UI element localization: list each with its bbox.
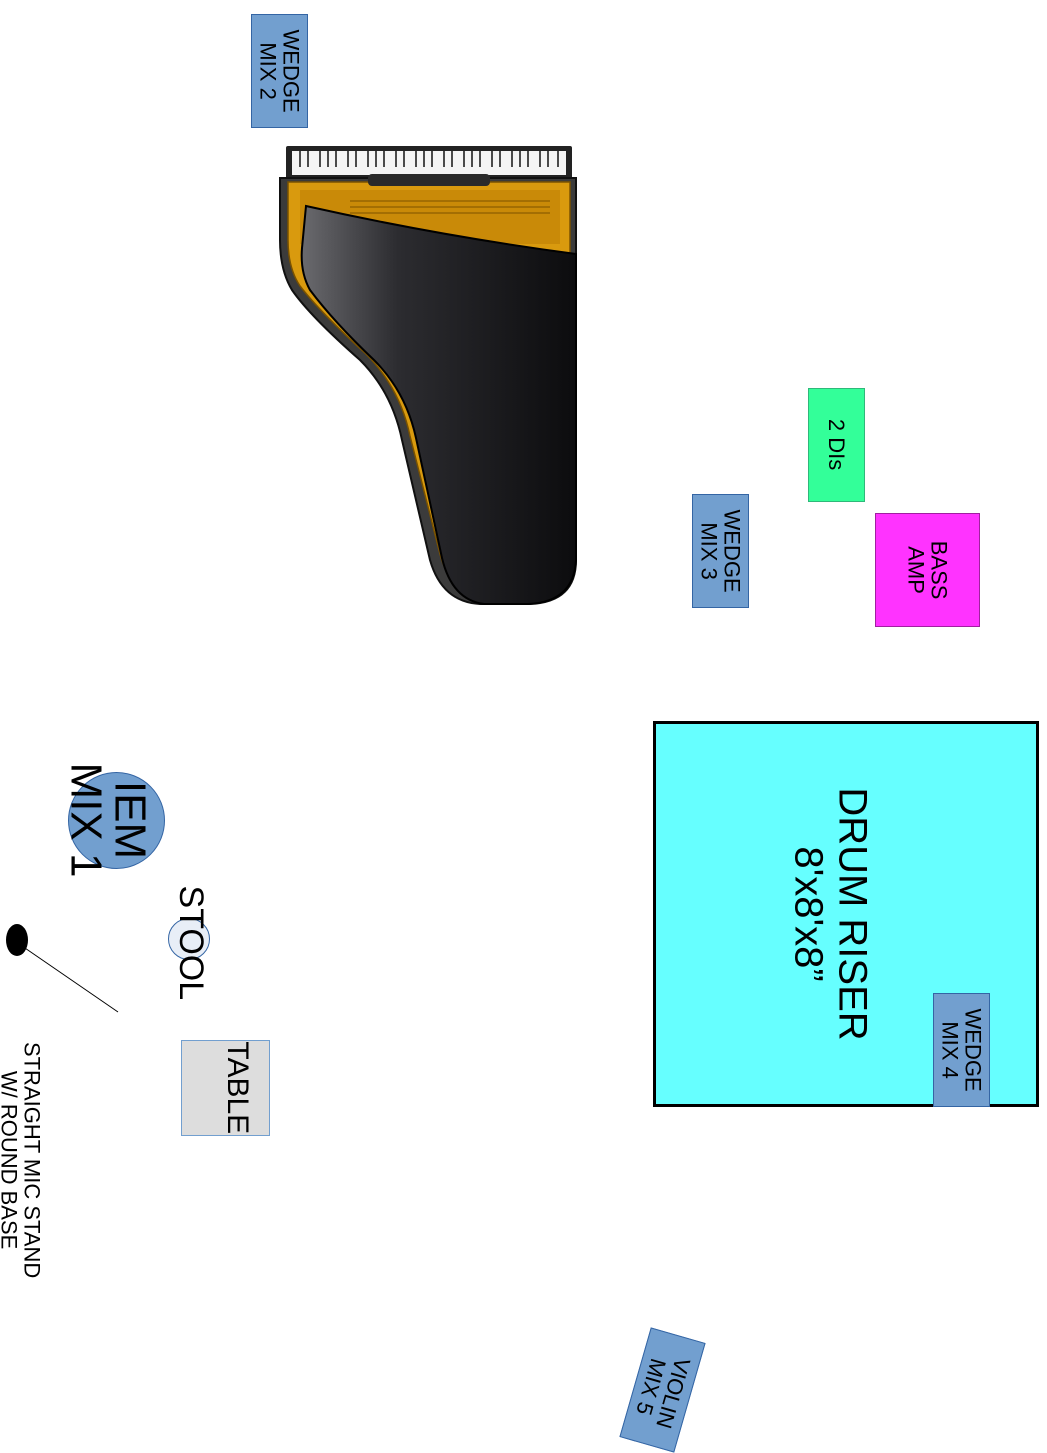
bass-amp-label: BASS AMP <box>903 540 952 600</box>
wedge-mix-2: WEDGE MIX 2 <box>251 14 308 128</box>
mic-stand: STRAIGHT MIC STAND W/ ROUND BASE <box>0 1040 100 1280</box>
mic-stand-icon <box>6 924 119 1013</box>
iem-mix-1: IEM MIX 1 <box>52 740 162 900</box>
wedge-mix-4-label: WEDGE MIX 4 <box>937 1008 986 1092</box>
drum-riser-label: DRUM RISER 8'x8'x8” <box>787 787 875 1041</box>
grand-piano-icon <box>279 146 577 605</box>
wedge-mix-3: WEDGE MIX 3 <box>692 494 749 608</box>
two-dis-box: 2 DIs <box>808 388 865 502</box>
iem-circle <box>68 772 165 869</box>
mic-stand-label: STRAIGHT MIC STAND W/ ROUND BASE <box>0 1041 45 1279</box>
table-box: TABLE <box>181 1040 270 1136</box>
violin-mix-5: VIOLIN MIX 5 <box>619 1327 706 1453</box>
two-dis-label: 2 DIs <box>824 419 850 471</box>
stool: STOOL <box>160 868 220 1018</box>
stool-label: STOOL <box>171 885 210 1001</box>
stool-circle <box>168 918 210 960</box>
bass-amp-box: BASS AMP <box>875 513 980 627</box>
table-label: TABLE <box>221 1041 255 1135</box>
iem-mix-1-label: IEM MIX 1 <box>61 762 155 878</box>
wedge-mix-3-label: WEDGE MIX 3 <box>696 509 745 593</box>
violin-mix-5-label: VIOLIN MIX 5 <box>631 1355 696 1432</box>
wedge-mix-4: WEDGE MIX 4 <box>933 993 990 1107</box>
wedge-mix-2-label: WEDGE MIX 2 <box>255 29 304 113</box>
